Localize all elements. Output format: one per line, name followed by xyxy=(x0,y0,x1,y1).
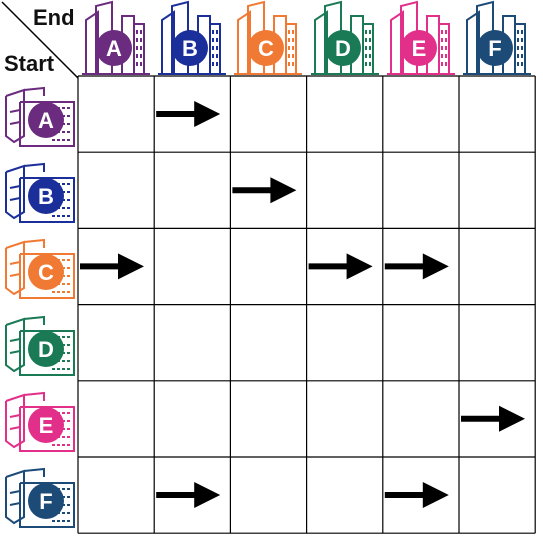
transition-arrow-f-to-b xyxy=(156,482,221,508)
building-letter: F xyxy=(488,36,501,61)
row-header-e: E xyxy=(5,391,75,452)
column-header: F xyxy=(459,0,535,81)
row-header: C xyxy=(0,228,78,309)
building-badge-icon xyxy=(28,330,64,367)
column-header-d: D xyxy=(310,0,379,75)
row-header-d: D xyxy=(5,315,75,376)
building-badge-icon xyxy=(28,406,64,443)
transition-arrow-f-to-e xyxy=(384,482,449,508)
transition-arrow-c-to-a xyxy=(80,253,144,280)
building-badge-icon xyxy=(172,30,209,66)
building-letter: C xyxy=(38,260,54,285)
transition-arrow-c-to-d xyxy=(308,253,373,280)
building-badge-icon xyxy=(28,254,64,291)
start-axis-label: Start xyxy=(4,51,55,76)
building-letter: E xyxy=(411,36,426,61)
row-header-f: F xyxy=(5,467,75,528)
building-badge-icon xyxy=(477,30,513,66)
building-letter: F xyxy=(39,489,52,514)
row-header: F xyxy=(0,457,78,538)
column-header: E xyxy=(383,0,459,81)
row-header: E xyxy=(0,381,78,462)
building-letter: E xyxy=(39,413,54,438)
row-header-a: A xyxy=(5,86,75,147)
corner-divider xyxy=(1,1,79,79)
transition-arrow-b-to-c xyxy=(232,177,297,204)
building-letter: A xyxy=(106,36,122,61)
building-letter: C xyxy=(258,36,274,61)
transition-arrow-e-to-f xyxy=(461,405,525,432)
column-header: A xyxy=(78,0,154,81)
column-header-f: F xyxy=(463,0,531,75)
building-letter: A xyxy=(38,108,54,133)
column-header-a: A xyxy=(82,0,150,75)
building-letter: D xyxy=(335,36,351,61)
row-header: A xyxy=(0,76,78,157)
row-header: D xyxy=(0,305,78,386)
building-badge-icon xyxy=(96,30,132,66)
column-header: D xyxy=(307,0,383,81)
building-letter: B xyxy=(38,184,54,209)
building-badge-icon xyxy=(400,30,437,66)
row-header-c: C xyxy=(5,239,75,300)
row-header-b: B xyxy=(5,163,75,224)
column-header: B xyxy=(154,0,230,81)
building-badge-icon xyxy=(28,102,64,138)
building-letter: D xyxy=(38,337,54,362)
end-axis-label: End xyxy=(33,5,75,30)
building-badge-icon xyxy=(28,483,64,519)
building-badge-icon xyxy=(248,30,285,66)
office-building-icon xyxy=(5,163,75,224)
column-header-c: C xyxy=(234,0,303,75)
building-letter: B xyxy=(182,36,198,61)
transition-arrow-a-to-b xyxy=(156,101,221,127)
column-header-e: E xyxy=(386,0,455,75)
column-header: C xyxy=(230,0,306,81)
transition-arrow-c-to-e xyxy=(384,253,449,280)
building-badge-icon xyxy=(28,178,64,215)
column-header-b: B xyxy=(158,0,227,75)
building-badge-icon xyxy=(324,30,361,66)
row-header: B xyxy=(0,152,78,233)
